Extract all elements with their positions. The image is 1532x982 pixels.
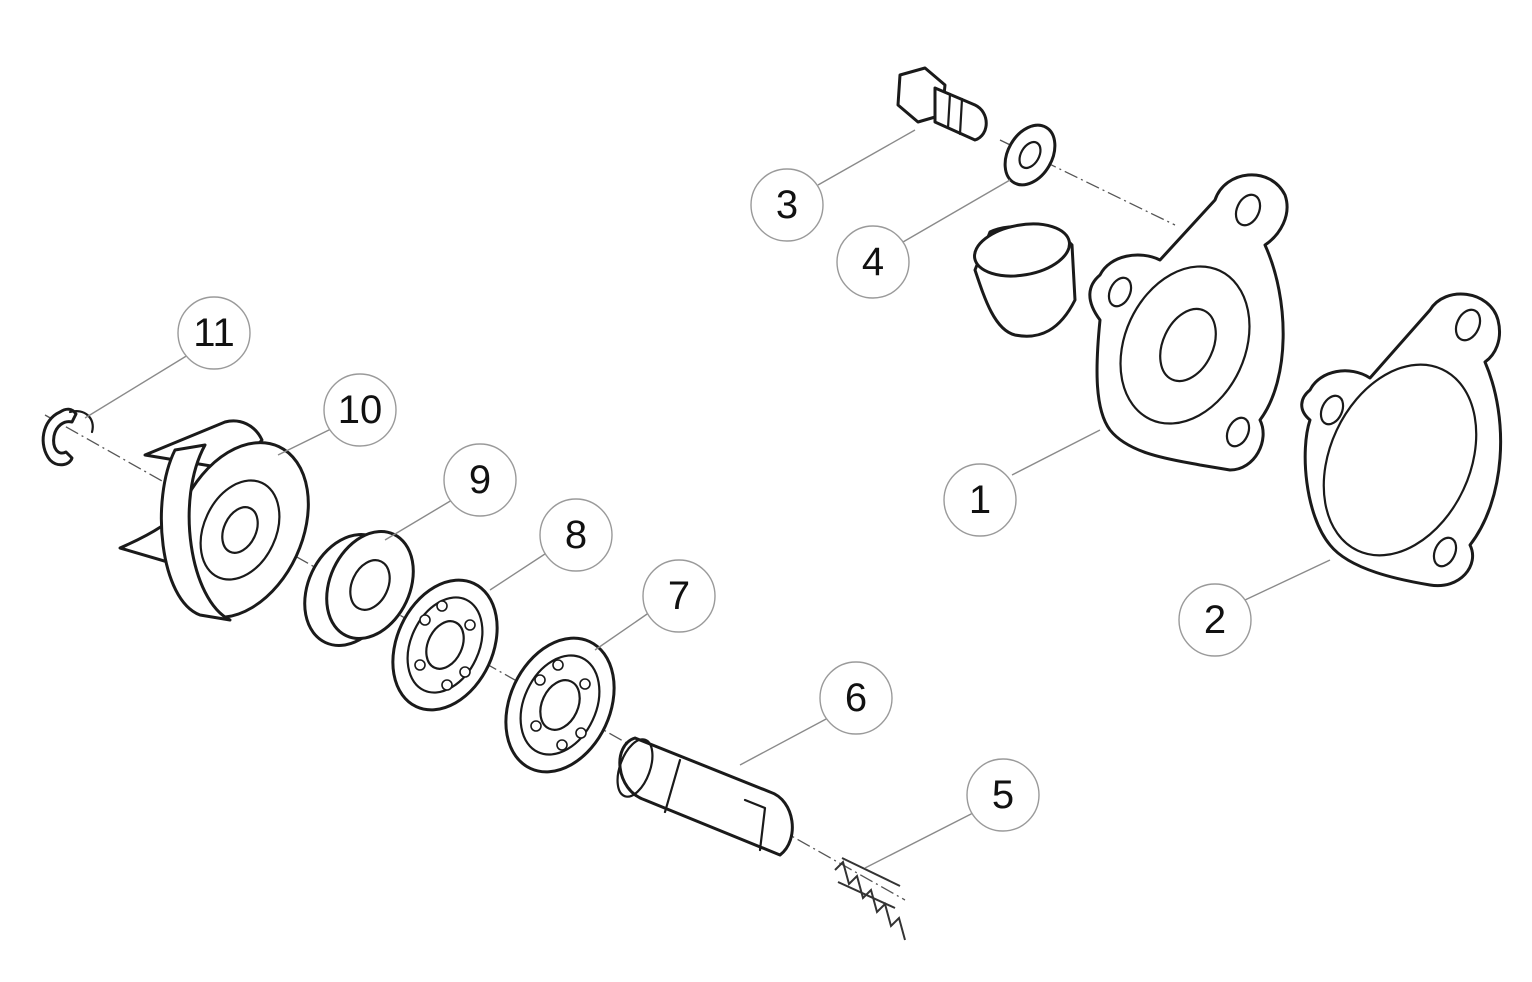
callout-2: 2 bbox=[1178, 583, 1252, 657]
leader-line-8 bbox=[489, 551, 549, 591]
callout-3: 3 bbox=[750, 168, 824, 242]
leader-line-2 bbox=[1244, 559, 1331, 601]
part-5-spring bbox=[834, 857, 906, 941]
part-2-gasket bbox=[1300, 292, 1503, 588]
leader-line-4 bbox=[902, 179, 1011, 243]
leader-line-9 bbox=[384, 499, 453, 541]
callout-8-label: 8 bbox=[565, 513, 587, 557]
leader-line-10 bbox=[277, 427, 334, 456]
callout-4: 4 bbox=[836, 225, 910, 299]
leader-line-3 bbox=[817, 129, 916, 186]
part-3-bolt bbox=[896, 66, 988, 142]
callout-11: 11 bbox=[177, 296, 251, 370]
part-10-impeller bbox=[118, 419, 310, 622]
callout-9-label: 9 bbox=[469, 458, 491, 502]
callout-1-label: 1 bbox=[969, 478, 991, 522]
callout-5-label: 5 bbox=[992, 773, 1014, 817]
callout-7-label: 7 bbox=[668, 574, 690, 618]
callout-6: 6 bbox=[819, 661, 893, 735]
part-4-washer bbox=[1003, 123, 1057, 187]
callout-10-label: 10 bbox=[338, 388, 383, 432]
callout-5: 5 bbox=[966, 758, 1040, 832]
callout-4-label: 4 bbox=[862, 240, 884, 284]
part-7-bearing bbox=[504, 636, 616, 774]
callout-11-label: 11 bbox=[193, 311, 235, 355]
part-1-pump-cover bbox=[973, 173, 1289, 472]
callout-6-label: 6 bbox=[845, 676, 867, 720]
callout-2-label: 2 bbox=[1204, 598, 1226, 642]
part-11-circlip bbox=[41, 407, 94, 467]
callout-3-label: 3 bbox=[776, 183, 798, 227]
leader-line-5 bbox=[864, 811, 976, 869]
leader-line-7 bbox=[594, 611, 651, 651]
callout-1: 1 bbox=[943, 463, 1017, 537]
leader-line-6 bbox=[739, 717, 829, 766]
part-9-seal bbox=[303, 530, 415, 647]
part-8-bearing bbox=[391, 578, 499, 712]
leader-line-1 bbox=[1011, 429, 1101, 476]
callout-8: 8 bbox=[539, 498, 613, 572]
part-6-shaft bbox=[616, 736, 794, 857]
callout-10: 10 bbox=[323, 373, 397, 447]
callout-7: 7 bbox=[642, 559, 716, 633]
leader-line-11 bbox=[84, 354, 189, 419]
callout-9: 9 bbox=[443, 443, 517, 517]
